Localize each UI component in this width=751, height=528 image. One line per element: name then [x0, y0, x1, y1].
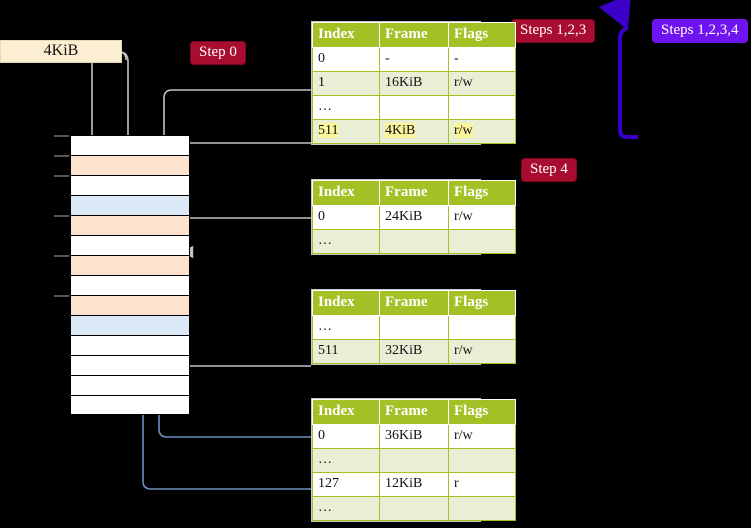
cell-flags: r/w — [448, 71, 516, 96]
cell-flags — [448, 448, 516, 473]
memory-tick-mark — [54, 155, 69, 157]
badge-steps-123: Steps 1,2,3 — [511, 19, 596, 43]
memory-frame-row — [70, 395, 190, 415]
cell-flags — [448, 95, 516, 120]
cell-frame — [379, 229, 449, 254]
cell-index: 511 — [312, 339, 380, 364]
column-header-frame: Frame — [379, 22, 449, 48]
wire-steps-loop-arrow — [598, 0, 638, 139]
size-label-4kib: 4KiB — [0, 40, 122, 63]
cell-flags: r/w — [448, 424, 516, 449]
memory-frame-row — [70, 215, 190, 235]
column-header-index: Index — [312, 180, 380, 206]
cell-index: 0 — [312, 205, 380, 230]
cell-flags: r/w — [448, 339, 516, 364]
memory-frame-row — [70, 255, 190, 275]
memory-frame-row — [70, 155, 190, 175]
cell-flags — [448, 229, 516, 254]
column-header-index: Index — [312, 399, 380, 425]
memory-frame-row — [70, 295, 190, 315]
cell-frame: 16KiB — [379, 71, 449, 96]
memory-frame-row — [70, 195, 190, 215]
cell-index: … — [312, 496, 380, 521]
cell-index: 0 — [312, 47, 380, 72]
table-row: … — [312, 448, 516, 473]
cell-frame — [379, 496, 449, 521]
column-header-index: Index — [312, 290, 380, 316]
cell-frame: 12KiB — [379, 472, 449, 497]
cell-frame: - — [379, 47, 449, 72]
memory-frame-row — [70, 375, 190, 395]
cell-index: 127 — [312, 472, 380, 497]
cell-frame: 32KiB — [379, 339, 449, 364]
memory-tick-mark — [54, 175, 69, 177]
column-header-flags: Flags — [448, 290, 516, 316]
cell-index: … — [312, 95, 380, 120]
memory-tick-mark — [54, 215, 69, 217]
cell-index: … — [312, 315, 380, 340]
memory-frame-row — [70, 135, 190, 155]
cell-flags — [448, 315, 516, 340]
column-header-flags: Flags — [448, 22, 516, 48]
memory-frame-row — [70, 335, 190, 355]
table-row: … — [312, 315, 516, 340]
column-header-flags: Flags — [448, 399, 516, 425]
table-row: … — [312, 95, 516, 120]
table-row: … — [312, 496, 516, 521]
cell-frame — [379, 448, 449, 473]
cell-index: … — [312, 448, 380, 473]
cell-flags: r/w — [448, 119, 516, 144]
cell-index: 0 — [312, 424, 380, 449]
memory-tick-mark — [54, 255, 69, 257]
badge-step-4: Step 4 — [521, 158, 577, 182]
column-header-frame: Frame — [379, 290, 449, 316]
cell-frame — [379, 315, 449, 340]
memory-frame-row — [70, 275, 190, 295]
table-row: 0-- — [312, 47, 516, 72]
memory-frame-row — [70, 175, 190, 195]
badge-steps-1234: Steps 1,2,3,4 — [652, 19, 748, 43]
column-header-frame: Frame — [379, 180, 449, 206]
cell-flags — [448, 496, 516, 521]
cell-flags: - — [448, 47, 516, 72]
cell-frame: 36KiB — [379, 424, 449, 449]
cell-frame: 24KiB — [379, 205, 449, 230]
cell-index: … — [312, 229, 380, 254]
memory-tick-mark — [54, 135, 69, 137]
cell-flags: r — [448, 472, 516, 497]
cell-flags: r/w — [448, 205, 516, 230]
cell-index: 1 — [312, 71, 380, 96]
memory-tick-mark — [54, 295, 69, 297]
table-row: … — [312, 229, 516, 254]
cell-frame: 4KiB — [379, 119, 449, 144]
badge-step-0: Step 0 — [190, 41, 246, 65]
column-header-flags: Flags — [448, 180, 516, 206]
memory-frame-row — [70, 235, 190, 255]
column-header-index: Index — [312, 22, 380, 48]
memory-frame-row — [70, 355, 190, 375]
cell-index: 511 — [312, 119, 380, 144]
memory-frame-row — [70, 315, 190, 335]
column-header-frame: Frame — [379, 399, 449, 425]
cell-frame — [379, 95, 449, 120]
physical-memory-column — [54, 135, 190, 415]
wire-t3-511-to-memory — [162, 311, 311, 367]
